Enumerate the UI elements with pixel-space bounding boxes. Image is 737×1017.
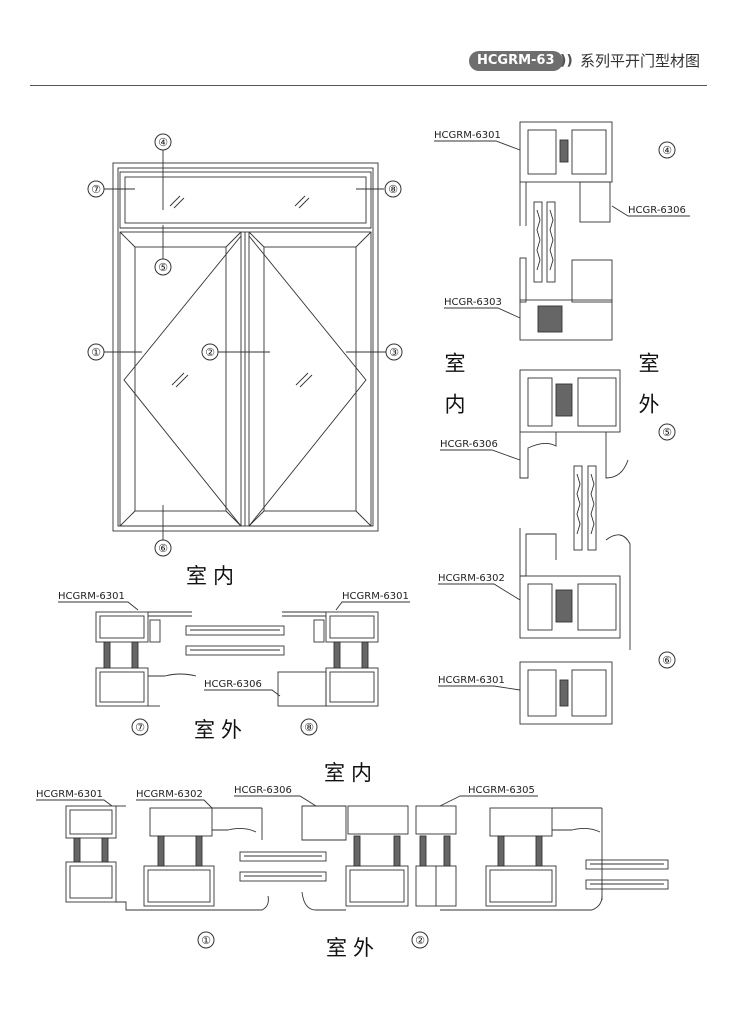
- marker-1-elev: ①: [87, 343, 105, 361]
- section-4-5-6-side-left: 室内: [442, 352, 466, 434]
- svg-text:⑧: ⑧: [388, 183, 398, 196]
- svg-text:⑥: ⑥: [158, 542, 168, 555]
- svg-text:⑦: ⑦: [91, 183, 101, 196]
- marker-6-elev: ⑥: [154, 539, 172, 557]
- marker-4-section: ④: [658, 141, 676, 159]
- series-title: 系列平开门型材图: [580, 52, 701, 70]
- marker-5-elev: ⑤: [154, 258, 172, 276]
- svg-text:④: ④: [158, 136, 168, 149]
- label-5-hcgr-6306: HCGR-6306: [440, 439, 498, 450]
- label-1-hcgrm-6301: HCGRM-6301: [36, 789, 103, 800]
- marker-6-section: ⑥: [658, 651, 676, 669]
- elevation-markers: ④ ⑤ ⑦ ⑧ ① ② ③ ⑥: [87, 133, 403, 557]
- svg-text:⑤: ⑤: [662, 426, 672, 439]
- label-7-8-hcgrm-6301-left: HCGRM-6301: [58, 591, 125, 602]
- marker-2-elev: ②: [201, 343, 219, 361]
- label-7-8-hcgrm-6301-right: HCGRM-6301: [342, 591, 409, 602]
- section-1-2-top-caption: 室内: [324, 761, 378, 785]
- label-2-hcgr-6306: HCGR-6306: [234, 785, 292, 796]
- elevation-caption: 室内: [186, 564, 240, 588]
- marker-1-section: ①: [197, 931, 215, 949]
- section-4-5-6-side-right: 室外: [636, 352, 660, 434]
- badge-chevrons: )): [560, 53, 573, 69]
- marker-8-elev: ⑧: [384, 180, 402, 198]
- marker-7-section: ⑦: [131, 718, 149, 736]
- label-2-hcgrm-6305: HCGRM-6305: [468, 785, 535, 796]
- section-1-2-caption: 室外: [326, 936, 380, 960]
- label-4-hcgr-6306: HCGR-6306: [628, 205, 686, 216]
- page-header: HCGRM-63 )) 系列平开门型材图: [0, 0, 737, 90]
- svg-text:⑦: ⑦: [135, 721, 145, 734]
- section-7-8-caption: 室外: [194, 718, 248, 742]
- svg-text:③: ③: [389, 346, 399, 359]
- svg-text:⑧: ⑧: [304, 721, 314, 734]
- label-6-hcgrm-6301: HCGRM-6301: [438, 675, 505, 686]
- label-4-hcgrm-6301: HCGRM-6301: [434, 130, 501, 141]
- series-badge: HCGRM-63: [469, 51, 563, 71]
- marker-7-elev: ⑦: [87, 180, 105, 198]
- section-7-8: [58, 601, 410, 707]
- svg-text:①: ①: [91, 346, 101, 359]
- svg-text:④: ④: [662, 144, 672, 157]
- label-7-8-hcgr-6306: HCGR-6306: [204, 679, 262, 690]
- label-6-hcgrm-6302: HCGRM-6302: [438, 573, 505, 584]
- svg-text:⑤: ⑤: [158, 261, 168, 274]
- section-1-2: [36, 795, 669, 911]
- label-1-hcgrm-6302: HCGRM-6302: [136, 789, 203, 800]
- marker-8-section: ⑧: [300, 718, 318, 736]
- marker-2-section: ②: [411, 931, 429, 949]
- marker-4-elev: ④: [154, 133, 172, 151]
- svg-text:①: ①: [201, 934, 211, 947]
- marker-3-elev: ③: [385, 343, 403, 361]
- header-rule: [30, 85, 707, 86]
- svg-text:②: ②: [205, 346, 215, 359]
- section-4-5-6: [434, 121, 690, 725]
- marker-5-section: ⑤: [658, 423, 676, 441]
- svg-text:②: ②: [415, 934, 425, 947]
- svg-text:⑥: ⑥: [662, 654, 672, 667]
- door-elevation: [104, 150, 386, 540]
- label-5-hcgr-6303: HCGR-6303: [444, 297, 502, 308]
